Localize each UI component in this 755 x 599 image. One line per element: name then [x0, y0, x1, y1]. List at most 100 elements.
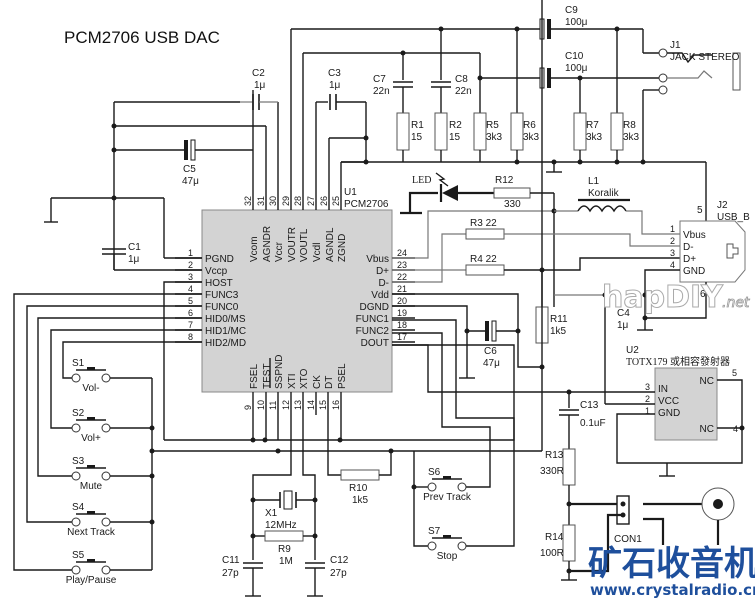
u2-pin-number: 3 [645, 382, 650, 392]
u1-pin-number: 23 [397, 260, 407, 270]
r3-label: R3 22 [470, 218, 497, 229]
r12-ref: R12 [495, 175, 514, 186]
u2-ref: U2 [626, 345, 639, 356]
c3-ref: C3 [328, 68, 341, 79]
r1-ref: R1 [411, 120, 424, 131]
j2-pin-name: Vbus [683, 230, 706, 241]
l1-ref: L1 [588, 176, 600, 187]
u1-pin-number: 19 [397, 308, 407, 318]
switch-label: Next Track [67, 527, 116, 538]
r5-ref: R5 [486, 120, 499, 131]
u1-pin-name: FUNC1 [356, 314, 390, 325]
r8-value: 3k3 [623, 132, 640, 143]
u1-top-pins [252, 29, 342, 210]
u1-pin-number: 3 [188, 272, 193, 282]
c8-ref: C8 [455, 74, 468, 85]
u2-pin-name: VCC [658, 396, 679, 407]
u1-pin-name: DOUT [361, 338, 389, 349]
diagram-title: PCM2706 USB DAC [64, 28, 220, 47]
r2-ref: R2 [449, 120, 462, 131]
x1-ref: X1 [265, 508, 278, 519]
r4-label: R4 22 [470, 254, 497, 265]
u1-pin-name: VOUTR [287, 227, 298, 262]
r9-ref: R9 [278, 544, 291, 555]
c1-ref: C1 [128, 242, 141, 253]
switch-ref: S2 [72, 408, 85, 419]
u1-pin-number: 24 [397, 248, 407, 258]
c4-value: 1μ [617, 320, 629, 331]
u1-pin-name: HID0/MS [205, 314, 246, 325]
j2-ref: J2 [717, 200, 728, 211]
c9-value: 100μ [565, 17, 588, 28]
u1-pin-number: 25 [331, 196, 341, 206]
c10-value: 100μ [565, 63, 588, 74]
u1-pin-name: PSEL [337, 363, 348, 389]
j2-value: USB_B [717, 212, 750, 223]
u1-pin-name: XTI [287, 373, 298, 389]
j1-ref: J1 [670, 40, 681, 51]
u2-pin-number: 2 [645, 394, 650, 404]
u1-pin-name: AGNDL [325, 227, 336, 262]
usb-b-connector [679, 220, 746, 283]
u1-pin-number: 16 [331, 400, 341, 410]
u1-pin-name: Vccp [205, 266, 228, 277]
l1-inductor-coil [577, 205, 627, 213]
u1-pin-name: VOUTL [299, 228, 310, 262]
u1-pin-number: 8 [188, 332, 193, 342]
j2-pin-name: D+ [683, 254, 696, 265]
c1-value: 1μ [128, 254, 140, 265]
x1-value: 12MHz [265, 520, 297, 531]
c4-ref: C4 [617, 308, 630, 319]
u1-pin-number: 15 [318, 400, 328, 410]
u1-pin-name: HID2/MD [205, 338, 246, 349]
r14-value: 100R [540, 548, 564, 559]
c6-ref: C6 [484, 346, 497, 357]
c7-value: 22n [373, 86, 390, 97]
r11-value: 1k5 [550, 326, 567, 337]
u2-pin-number: 1 [645, 406, 650, 416]
switch-ref: S4 [72, 502, 85, 513]
u1-pin-number: 29 [281, 196, 291, 206]
u1-pin-name: Vccr [274, 241, 285, 262]
u1-pin-name: Vdd [371, 290, 389, 301]
r5-value: 3k3 [486, 132, 503, 143]
c5-value: 47μ [182, 176, 199, 187]
j2-pin-name: D- [683, 242, 694, 253]
c5-ref: C5 [183, 164, 196, 175]
u1-pin-name: SSPND [274, 355, 285, 389]
c2-ref: C2 [252, 68, 265, 79]
c11-value: 27p [222, 568, 239, 579]
u1-pin-number: 32 [243, 196, 253, 206]
u1-pin-name: XTO [299, 368, 310, 389]
switch-ref: S1 [72, 358, 85, 369]
u2-pin-name: NC [700, 376, 714, 387]
c12-value: 27p [330, 568, 347, 579]
u1-pin-number: 27 [306, 196, 316, 206]
u1-pin-name: CK [312, 375, 323, 389]
u2-value: TOTX179 或相容發射器 [626, 355, 730, 368]
l1-value: Koralik [588, 188, 620, 199]
c6-value: 47μ [483, 358, 500, 369]
switch-label: Prev Track [423, 492, 472, 503]
u1-pin-name: FUNC2 [356, 326, 390, 337]
u1-pin-number: 18 [397, 320, 407, 330]
c8-value: 22n [455, 86, 472, 97]
u1-pin-name: FSEL [249, 364, 260, 389]
j2-pin-number: 2 [670, 236, 675, 246]
c7-ref: C7 [373, 74, 386, 85]
r13-value: 330R [540, 466, 564, 477]
u1-pin-number: 9 [243, 405, 253, 410]
u1-pin-number: 17 [397, 332, 407, 342]
u1-ref: U1 [344, 187, 357, 198]
c5-plate-neg [184, 140, 188, 160]
u1-pin-number: 11 [268, 401, 278, 410]
c10-ref: C10 [565, 51, 584, 62]
switch-ref: S5 [72, 550, 85, 561]
